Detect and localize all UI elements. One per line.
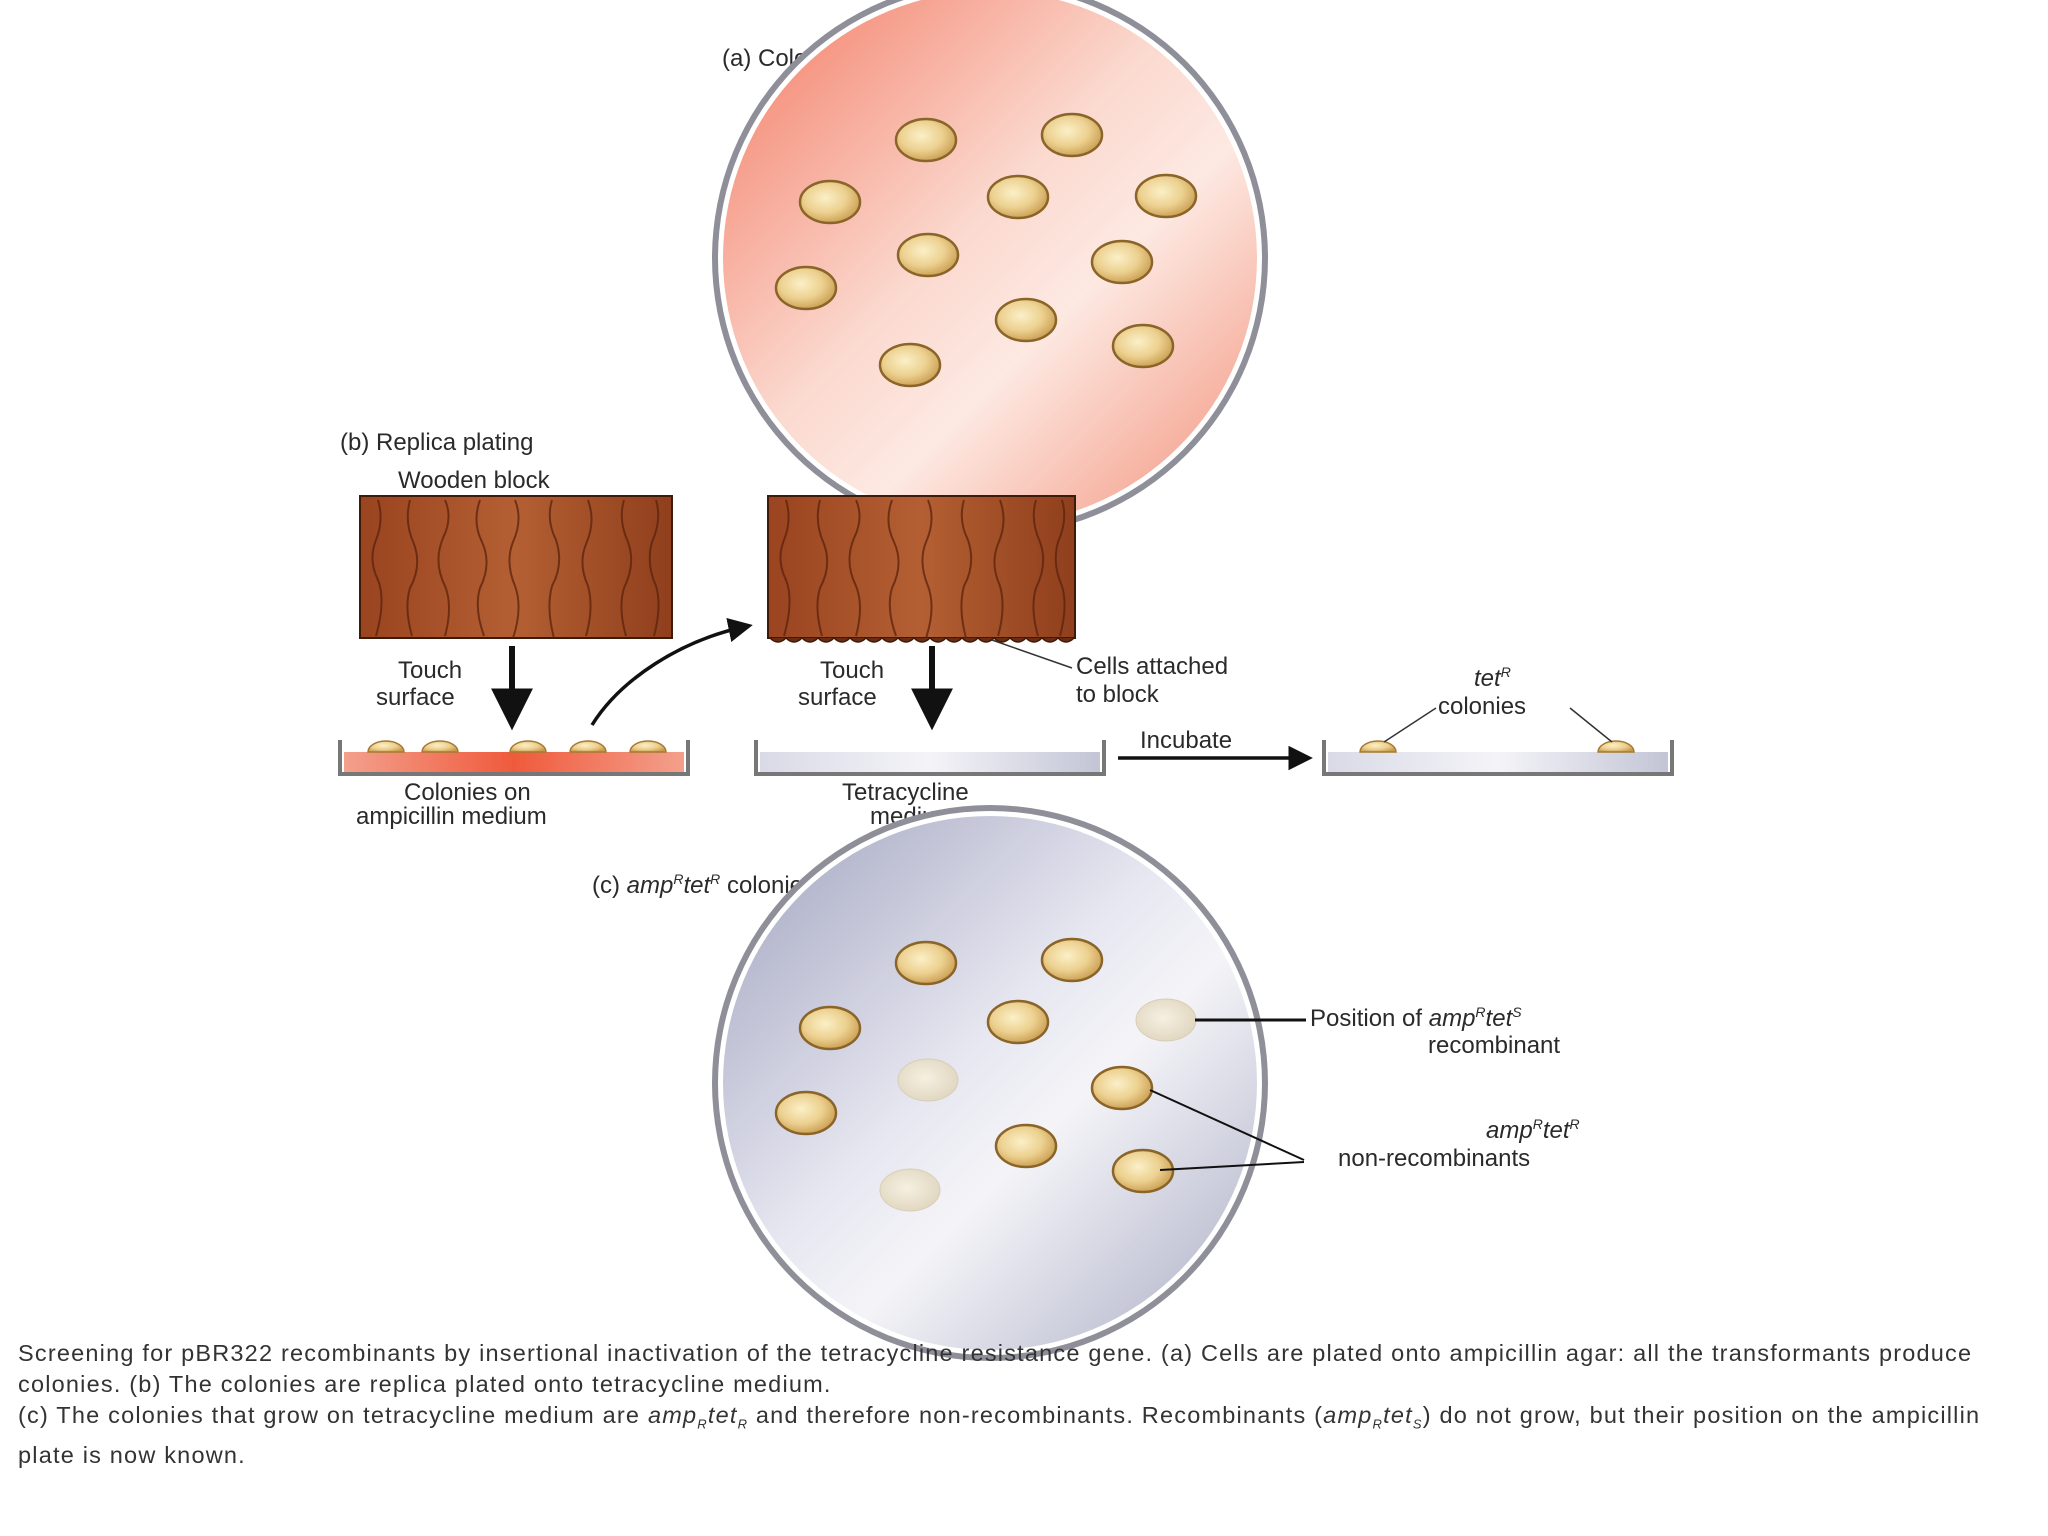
missing-colony-position: [879, 1168, 941, 1212]
colony: [986, 999, 1050, 1045]
svg-text:Colonies on: Colonies on: [404, 779, 531, 806]
wooden-block-right: [767, 495, 1076, 643]
colony: [894, 117, 958, 163]
wooden-block-left: [359, 495, 673, 639]
cells-attached-label: Cells attached to block: [1076, 653, 1228, 708]
colony: [774, 265, 838, 311]
svg-text:ampRtetR: ampRtetR: [1486, 1116, 1580, 1144]
svg-text:surface: surface: [798, 684, 877, 711]
caption-paragraph-2: (c) The colonies that grow on tetracycli…: [18, 1402, 1981, 1468]
colony: [1134, 173, 1198, 219]
svg-text:recombinant: recombinant: [1428, 1032, 1560, 1059]
tet-r-colonies-label: tetR colonies: [1438, 664, 1526, 720]
svg-text:surface: surface: [376, 684, 455, 711]
non-recombinants-label: ampRtetR non-recombinants: [1338, 1116, 1580, 1172]
colony: [1040, 937, 1104, 983]
incubate-label: Incubate: [1140, 727, 1232, 754]
ampicillin-plate-colonies: [774, 112, 1198, 388]
colony: [1111, 1148, 1175, 1194]
svg-text:Touch: Touch: [820, 657, 884, 684]
tetracycline-plate: [712, 805, 1268, 1361]
ampicillin-dish: [338, 740, 690, 776]
wooden-block-label: Wooden block: [398, 467, 551, 494]
colony: [896, 232, 960, 278]
svg-text:Tetracycline: Tetracycline: [842, 779, 969, 806]
tetracycline-dish: [754, 740, 1106, 776]
colony: [878, 342, 942, 388]
touch-surface-left-label: Touch surface: [376, 657, 462, 711]
svg-text:ampicillin medium: ampicillin medium: [356, 803, 547, 830]
colony: [994, 1123, 1058, 1169]
touch-surface-right-label: Touch surface: [798, 657, 884, 711]
colony: [798, 179, 862, 225]
colony: [798, 1005, 862, 1051]
tetracycline-result-dish: [1322, 740, 1674, 776]
colony: [986, 174, 1050, 220]
svg-text:tetR: tetR: [1474, 664, 1511, 692]
svg-text:colonies: colonies: [1438, 693, 1526, 720]
colony: [1111, 323, 1175, 369]
missing-colony-position: [897, 1058, 959, 1102]
colony: [1040, 112, 1104, 158]
colony: [894, 940, 958, 986]
panel-b-title: (b) Replica plating: [340, 429, 533, 456]
svg-text:Position of ampRtetS: Position of ampRtetS: [1310, 1004, 1522, 1032]
svg-text:to block: to block: [1076, 681, 1160, 708]
ampicillin-dish-label: Colonies on ampicillin medium: [356, 779, 547, 830]
missing-colony-position: [1135, 998, 1197, 1042]
figure-caption: Screening for pBR322 recombinants by ins…: [18, 1338, 2038, 1471]
transfer-arrow: [590, 617, 753, 726]
colony: [1090, 239, 1154, 285]
svg-text:Touch: Touch: [398, 657, 462, 684]
colony: [1090, 1065, 1154, 1111]
colony: [774, 1090, 838, 1136]
tetracycline-plate-colonies: [774, 937, 1197, 1212]
caption-paragraph-1: Screening for pBR322 recombinants by ins…: [18, 1340, 1973, 1397]
svg-text:non-recombinants: non-recombinants: [1338, 1145, 1530, 1172]
recombinant-position-label: Position of ampRtetS recombinant: [1310, 1004, 1560, 1059]
svg-text:Cells attached: Cells attached: [1076, 653, 1228, 680]
ampicillin-plate: [712, 0, 1268, 536]
colony: [994, 297, 1058, 343]
